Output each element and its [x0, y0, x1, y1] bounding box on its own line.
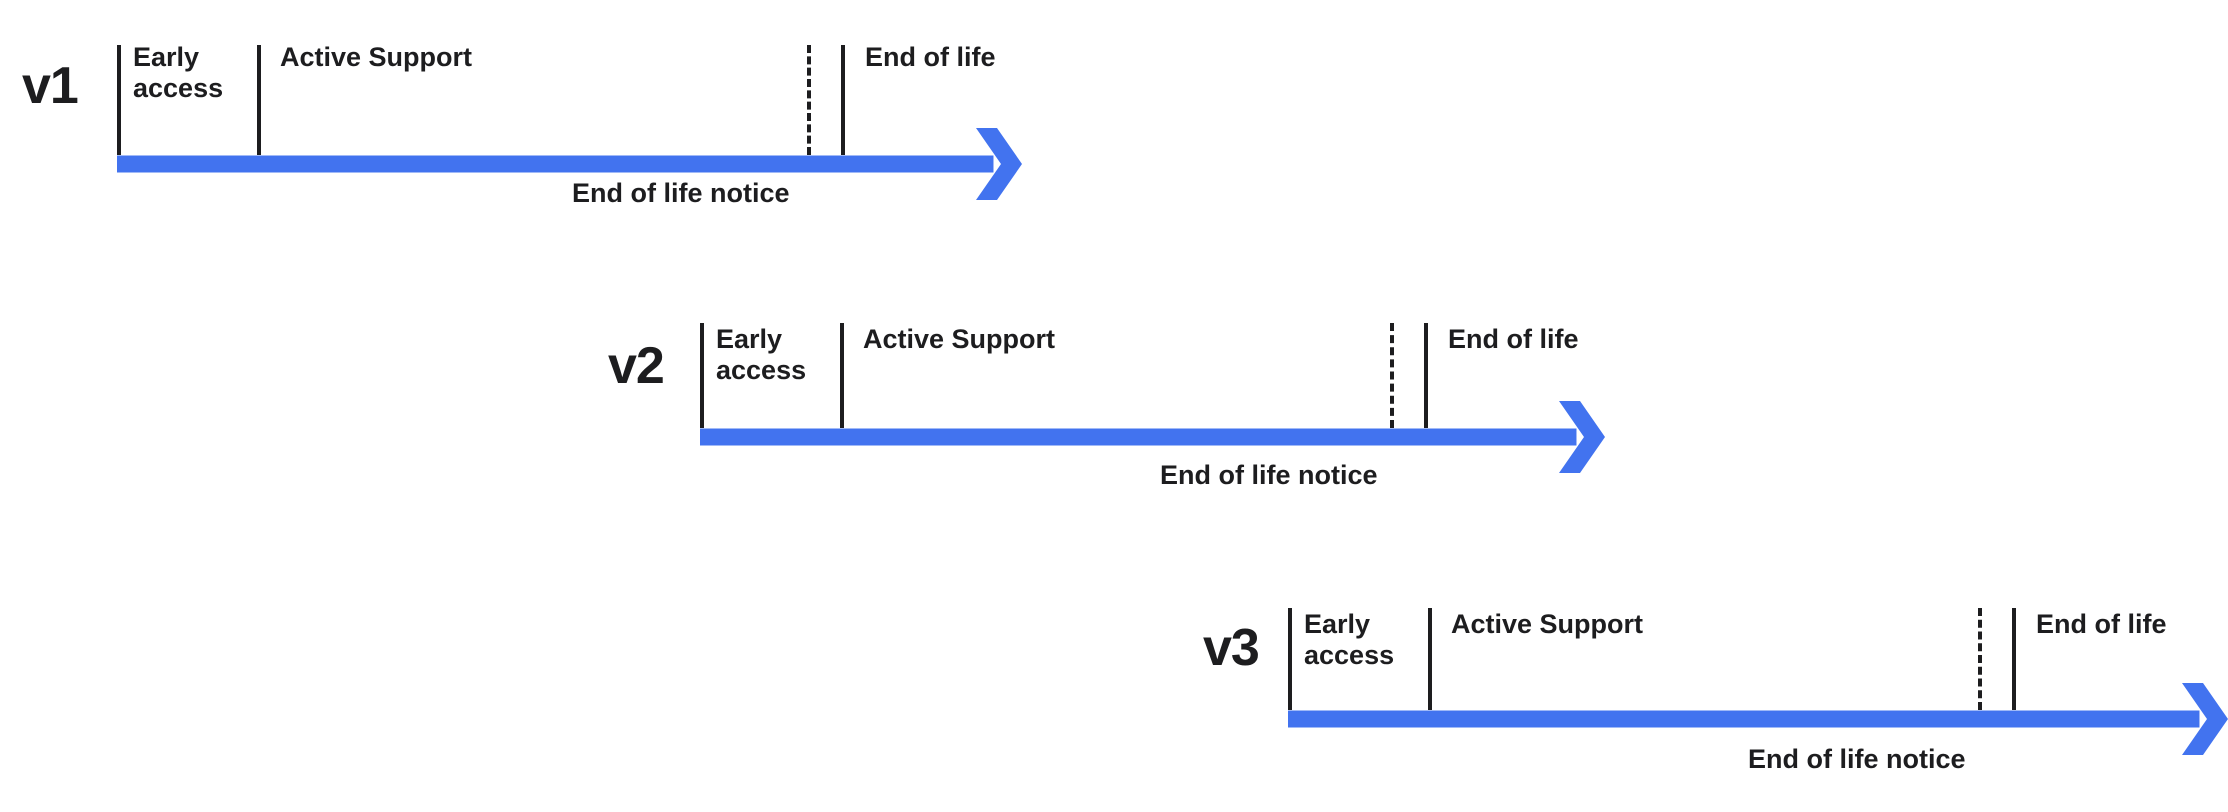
eol-notice-label-v3: End of life notice — [1748, 744, 1966, 774]
arrow-shaft — [700, 428, 1577, 445]
phase-tick-v3-1 — [1428, 608, 1432, 710]
version-label-v2: v2 — [608, 337, 665, 395]
eol-notice-label-v1: End of life notice — [572, 178, 790, 208]
phase-tick-v2-0 — [700, 323, 704, 428]
phase-label-active-support-v2: Active Support — [863, 324, 1056, 354]
phase-tick-v1-1 — [257, 45, 261, 155]
timeline-arrow-v3 — [1288, 682, 2228, 755]
eol-notice-marker-v3 — [1978, 608, 1982, 710]
phase-label-active-support-v3: Active Support — [1451, 609, 1644, 639]
phase-tick-v2-1 — [840, 323, 844, 428]
phase-label-early-access-v1: Early access — [133, 42, 224, 104]
phase-tick-v1-3 — [841, 45, 845, 155]
phase-label-early-access-v2: Early access — [716, 324, 807, 386]
phase-tick-v1-0 — [117, 45, 121, 155]
eol-notice-label-v2: End of life notice — [1160, 460, 1378, 490]
arrow-head — [2182, 682, 2228, 755]
phase-label-end-of-life-v3: End of life — [2036, 609, 2167, 639]
phase-label-active-support-v1: Active Support — [280, 42, 473, 72]
timeline-arrow-v2 — [700, 400, 1605, 473]
phase-tick-v3-3 — [2012, 608, 2016, 710]
phase-label-end-of-life-v1: End of life — [865, 42, 996, 72]
timeline-arrow-v1 — [117, 127, 1022, 200]
phase-tick-v2-3 — [1424, 323, 1428, 428]
arrow-shaft — [117, 155, 994, 172]
eol-notice-marker-v1 — [807, 45, 811, 155]
version-label-v1: v1 — [22, 57, 79, 115]
arrow-head — [976, 127, 1022, 200]
eol-notice-marker-v2 — [1390, 323, 1394, 428]
phase-label-end-of-life-v2: End of life — [1448, 324, 1579, 354]
version-label-v3: v3 — [1203, 619, 1260, 677]
phase-tick-v3-0 — [1288, 608, 1292, 710]
arrow-shaft — [1288, 710, 2200, 727]
phase-label-early-access-v3: Early access — [1304, 609, 1395, 671]
arrow-head — [1559, 400, 1605, 473]
